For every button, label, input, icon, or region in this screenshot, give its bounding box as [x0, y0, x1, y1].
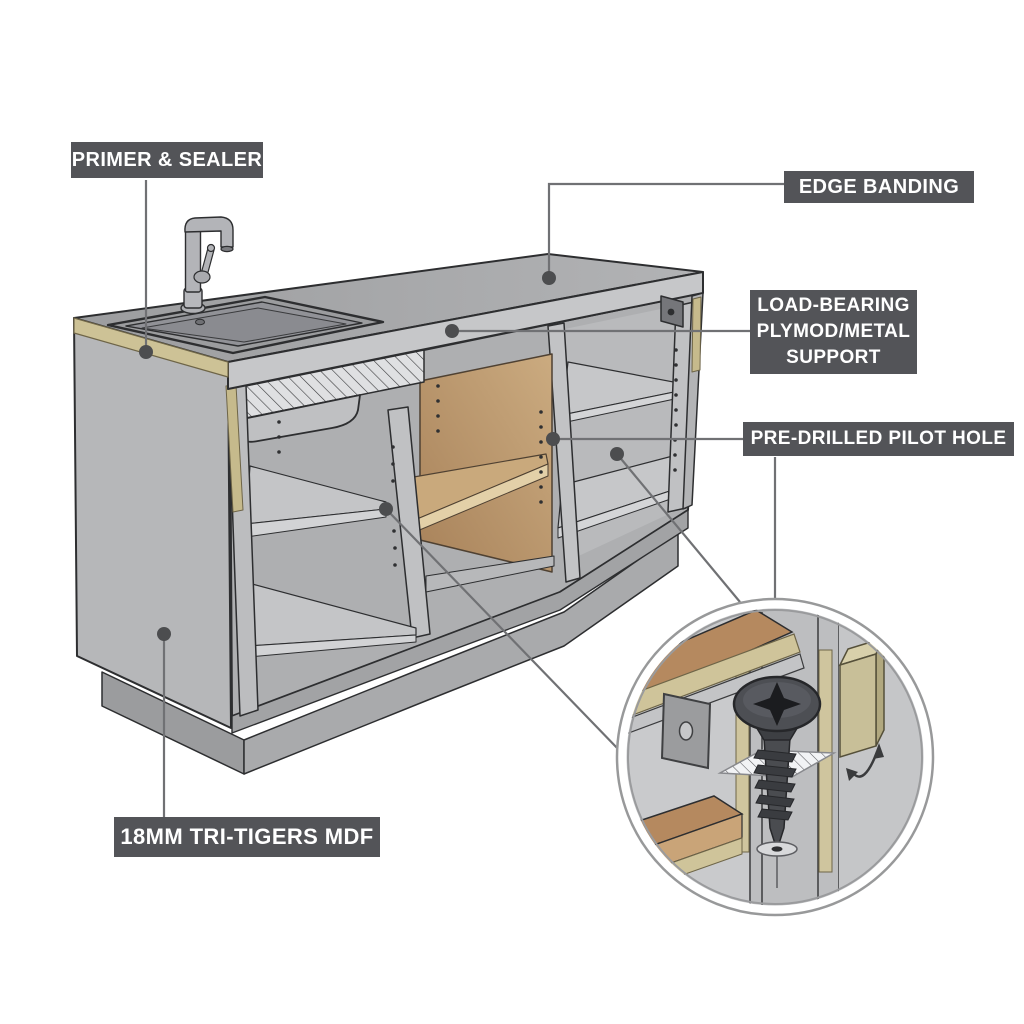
wood-block: [838, 636, 886, 759]
center-partition: [547, 322, 581, 583]
phillips-cross-icon: [753, 682, 801, 726]
callout-label-load-bearing-support: LOAD-BEARING PLYMOD/METAL SUPPORT: [750, 290, 917, 374]
callout-dot: [379, 502, 393, 516]
callout-label-mdf-panel: 18MM TRI-TIGERS MDF: [114, 817, 380, 857]
callout-dot: [542, 271, 556, 285]
leader-edge-banding: [547, 182, 784, 278]
callout-dot: [157, 627, 171, 641]
inset-connector-a: [385, 508, 621, 752]
faucet-icon: [180, 216, 234, 315]
bracket-detail-icon: [660, 692, 712, 770]
callout-dots: [139, 271, 624, 641]
left-stile: [387, 406, 431, 639]
callout-dot: [610, 447, 624, 461]
callout-dot: [546, 432, 560, 446]
callout-label-edge-banding: EDGE BANDING: [784, 171, 974, 203]
pilot-hole-icon: [756, 841, 798, 888]
detail-inset: [615, 597, 935, 917]
cabinet-illustration: [73, 216, 704, 775]
pin-holes: [277, 348, 678, 567]
bottom-rail: [231, 509, 689, 734]
callout-dot: [139, 345, 153, 359]
callout-label-pre-drilled-pilot-hole: PRE-DRILLED PILOT HOLE: [743, 422, 1014, 456]
callout-dot: [445, 324, 459, 338]
screw-icon: [732, 675, 822, 853]
mdf-middle-bay: [407, 353, 555, 593]
rotation-arrow-icon: [846, 743, 884, 781]
sink-icon: [106, 295, 385, 355]
leader-lines: [144, 180, 784, 817]
toe-kick-base: [101, 531, 679, 775]
inset-connector-b: [616, 453, 741, 603]
left-side-panel: [73, 317, 232, 729]
callout-label-primer-sealer: PRIMER & SEALER: [71, 142, 263, 178]
